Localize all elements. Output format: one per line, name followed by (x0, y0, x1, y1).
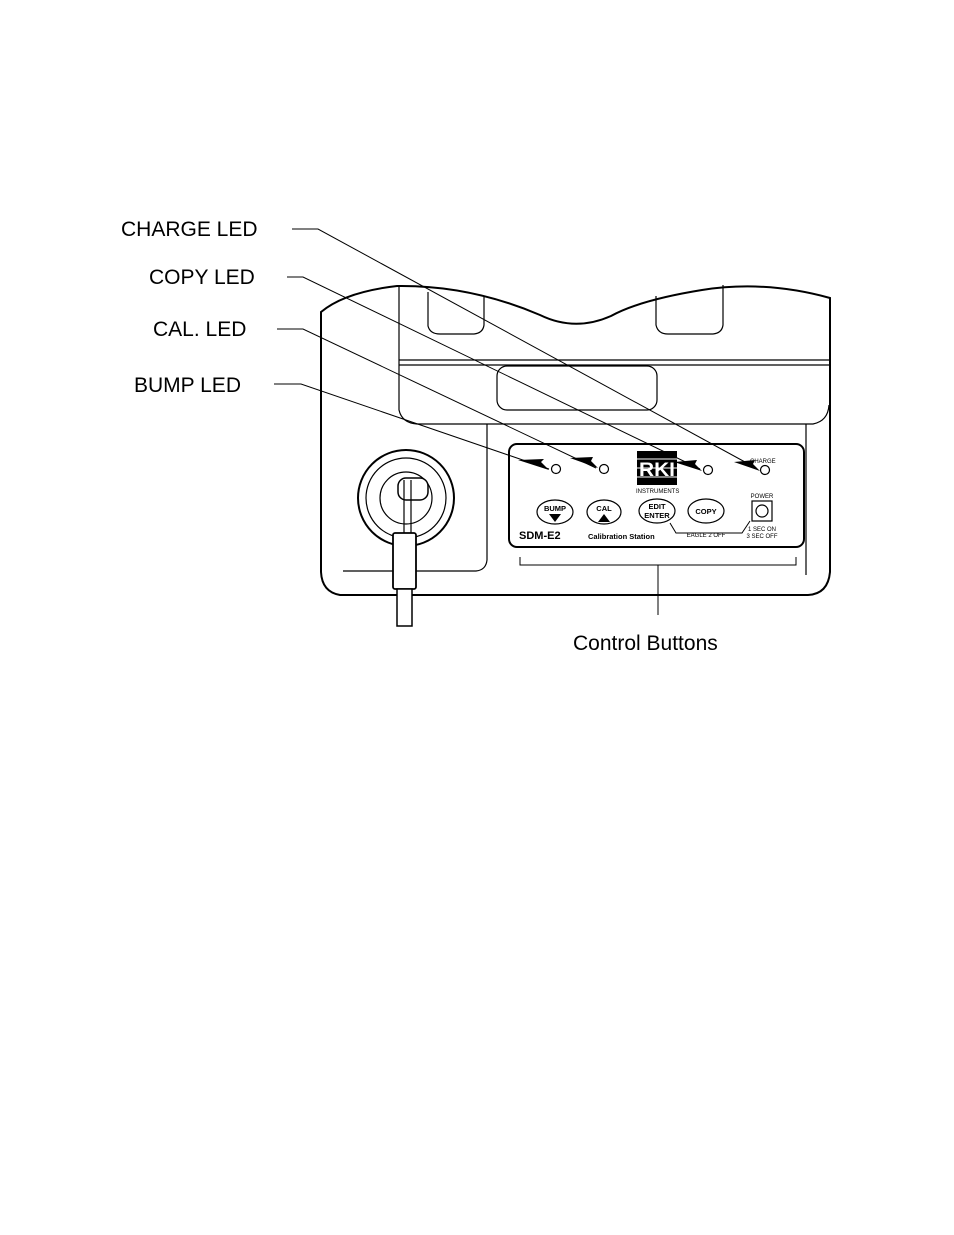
model-subtitle: Calibration Station (588, 532, 655, 541)
control-buttons-callout: Control Buttons (573, 632, 718, 655)
cal-button-label: CAL (596, 504, 612, 513)
charge-led-callout: CHARGE LED (121, 218, 258, 241)
bump-led-callout: BUMP LED (134, 374, 241, 397)
power-button-label: POWER (751, 494, 774, 500)
edit-enter-button[interactable]: EDIT ENTER (639, 499, 675, 523)
rki-logo: RKI INSTRUMENTS (636, 451, 679, 495)
enter-button-label: ENTER (644, 511, 670, 520)
control-buttons-bracket (520, 557, 796, 565)
copy-button-label: COPY (695, 507, 716, 516)
rki-logo-text: RKI (639, 460, 675, 481)
inlet-tube-collar (393, 533, 416, 589)
logo-subtitle: INSTRUMENTS (636, 489, 679, 495)
power-off-duration: 3 SEC OFF (746, 534, 777, 540)
bump-button-label: BUMP (544, 504, 566, 513)
copy-led-leader (287, 277, 700, 469)
left-cradle-tab (428, 292, 484, 334)
inlet-tube (397, 589, 412, 626)
copy-led-callout: COPY LED (149, 266, 255, 289)
eagle-off-label: EAGLE 2 OFF (687, 533, 726, 539)
edit-button-label: EDIT (648, 502, 666, 511)
charge-led-leader (292, 229, 756, 468)
cal-led-callout: CAL. LED (153, 318, 246, 341)
inlet-clip (398, 478, 428, 500)
center-recess (497, 366, 657, 410)
power-on-duration: 1 SEC ON (748, 527, 776, 533)
model-name: SDM-E2 (519, 530, 561, 542)
control-panel: CHARGE RKI INSTRUMENTS BUMP CAL (509, 444, 804, 547)
cradle-outline (399, 287, 829, 424)
gas-inlet-fitting (358, 450, 454, 626)
